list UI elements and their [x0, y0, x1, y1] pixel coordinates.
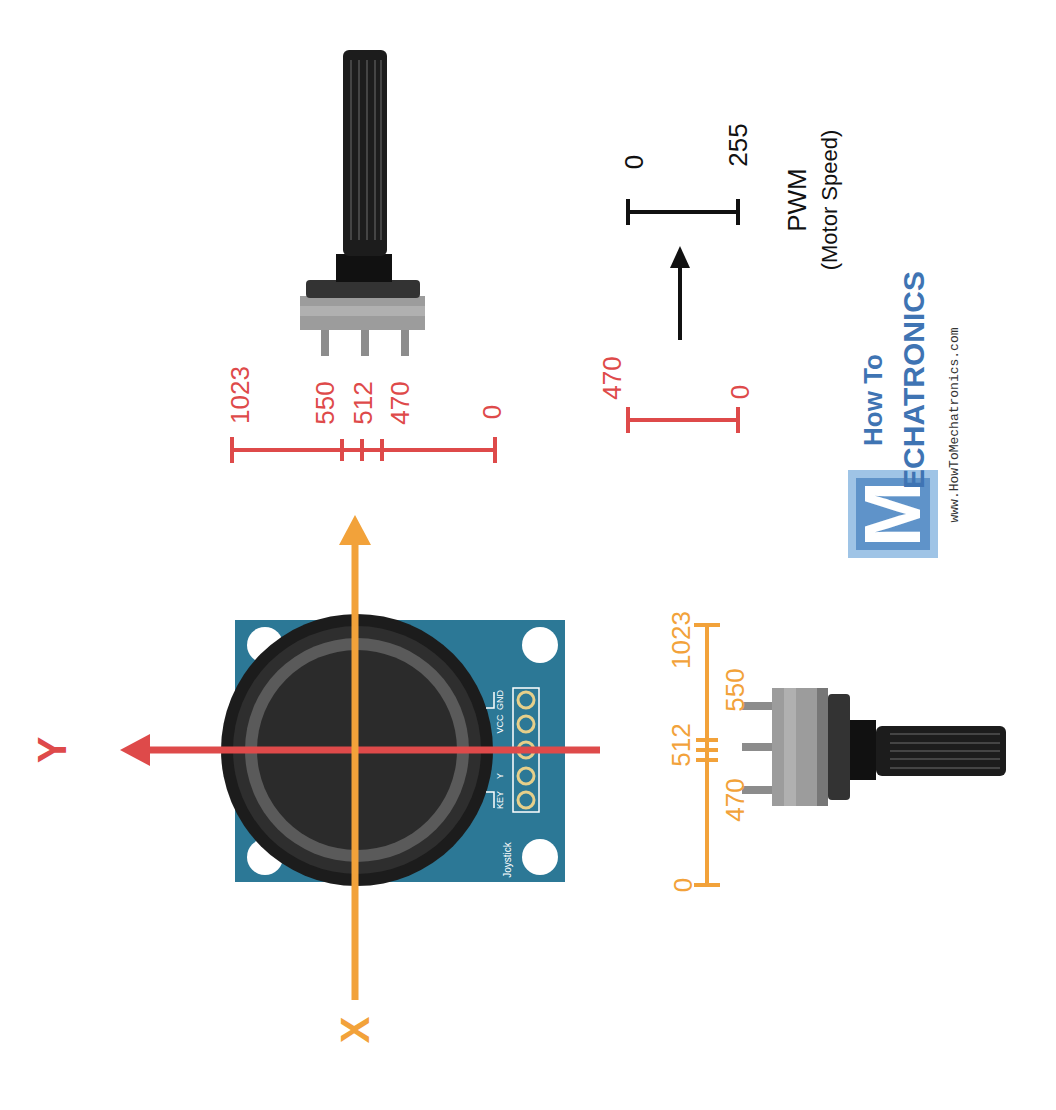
scale-value: 470 — [387, 381, 413, 424]
scale-value: 0 — [479, 405, 505, 419]
scale-value: 470 — [599, 356, 625, 399]
board-name: Joystick — [503, 842, 513, 878]
scale-value: 550 — [312, 381, 338, 424]
potentiometer — [300, 50, 425, 356]
y-scale — [232, 437, 495, 463]
potentiometer — [742, 688, 1006, 806]
pin-name: KEY — [496, 791, 505, 809]
pin-name: VCC — [496, 714, 505, 733]
x-scale — [694, 625, 720, 885]
axis-note: (Motor Speed) — [819, 130, 841, 271]
logo-text: ECHATRONICS — [899, 271, 929, 489]
scale-value: 1023 — [227, 366, 253, 424]
scale-value: 0 — [727, 385, 753, 399]
scale-value: 550 — [722, 668, 748, 711]
mapping-arrow — [670, 246, 690, 340]
logo-text: How To — [860, 354, 886, 446]
scale-value: 0 — [670, 878, 696, 892]
scale-value: 512 — [668, 723, 694, 766]
scale-value: 512 — [350, 381, 376, 424]
input-range — [628, 407, 738, 433]
axis-name: Y — [32, 737, 72, 764]
pin-name: Y — [496, 773, 505, 779]
axis-name: X — [335, 1017, 375, 1044]
axis-title: PWM — [784, 168, 810, 232]
logo-url: www.HowToMechatronics.com — [948, 327, 961, 522]
x-axis-arrow — [339, 515, 371, 1000]
pwm-range — [628, 199, 738, 225]
scale-value: 0 — [621, 155, 647, 169]
pin-name: GND — [496, 690, 505, 710]
scale-value: 470 — [722, 778, 748, 821]
y-axis-arrow — [120, 734, 600, 766]
scale-value: 255 — [725, 123, 751, 166]
logo-letter: M — [853, 481, 933, 548]
scale-value: 1023 — [668, 611, 694, 669]
